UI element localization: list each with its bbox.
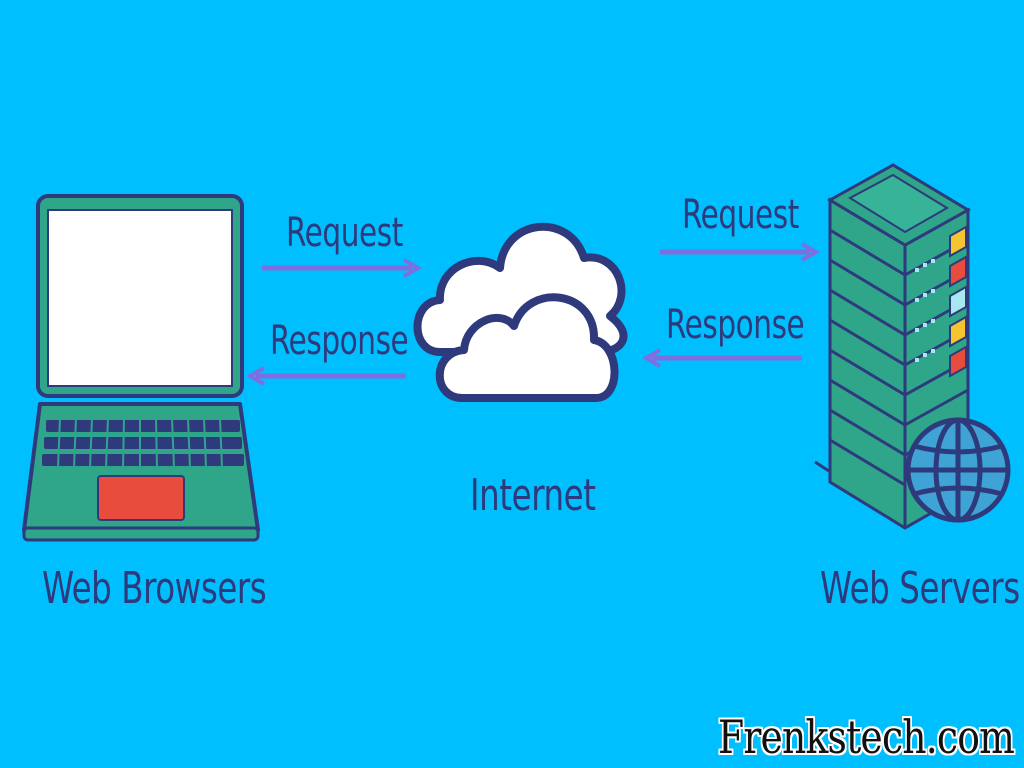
trackpad <box>97 475 185 521</box>
laptop-icon <box>22 194 260 542</box>
left-request-label: Request <box>286 210 403 256</box>
right-response-label: Response <box>666 302 805 348</box>
web-browsers-label: Web Browsers <box>42 563 267 614</box>
keyboard <box>42 420 244 466</box>
site-watermark: Frenkstech.com <box>717 710 1015 764</box>
left-response-label: Response <box>270 318 409 364</box>
internet-label: Internet <box>470 470 596 521</box>
web-servers-label: Web Servers <box>820 563 1020 614</box>
cloud-icon <box>413 222 628 402</box>
right-request-label: Request <box>682 192 799 238</box>
globe-icon <box>905 417 1011 523</box>
server-status-lights <box>949 225 967 378</box>
